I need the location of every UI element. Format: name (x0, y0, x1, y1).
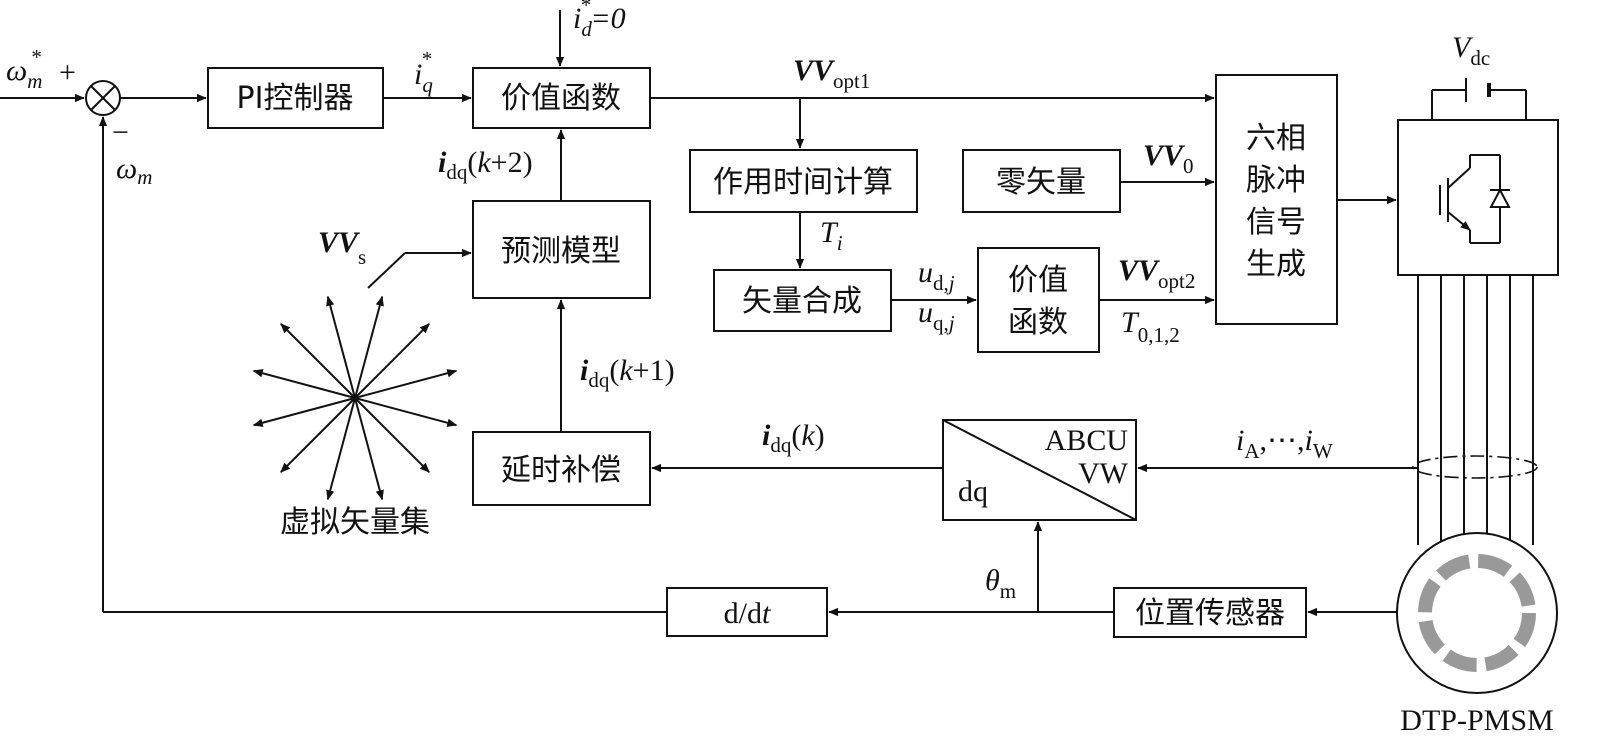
idq-k2-label: idq(k+2) (438, 146, 533, 184)
cost-function-block-1: 价值函数 (472, 67, 651, 129)
transform-dq-label: dq (958, 475, 988, 508)
svg-text:d/dt: d/dt (724, 597, 771, 630)
virtual-vector-arrow (280, 323, 356, 399)
virtual-vector-arrow (354, 397, 384, 501)
phase-lines (1412, 275, 1538, 545)
virtual-vector-arrow (326, 397, 356, 501)
omega-feedback-label: ωm (116, 152, 152, 189)
position-sensor-label: 位置传感器 (1135, 596, 1285, 631)
pulse-gen-line3: 信号 (1246, 205, 1306, 240)
vector-synthesis-block: 矢量合成 (713, 269, 892, 332)
motor-icon (1396, 532, 1558, 694)
phase-currents-label: iA,⋯,iW (1236, 424, 1333, 463)
virtual-vector-arrow (280, 397, 356, 473)
virtual-vector-arrow (354, 323, 430, 399)
idq-k-label: idq(k) (762, 419, 825, 457)
igbt-switch-icon (1439, 154, 1511, 244)
action-time-calc-label: 作用时间计算 (713, 165, 893, 200)
cost-function-block-2: 价值 函数 (977, 247, 1100, 353)
vv-opt2-label: VVopt2 (1118, 254, 1195, 293)
idq-k1-label: idq(k+1) (580, 354, 675, 392)
pulse-gen-line1: 六相 (1246, 121, 1306, 156)
iq-ref-label: iq* (414, 47, 433, 97)
motor-label: DTP-PMSM (1400, 704, 1553, 737)
omega-ref-label: ωm* (6, 45, 42, 93)
transform-vw-label: VW (1078, 457, 1129, 490)
cost-function-label-1: 价值函数 (501, 81, 621, 116)
id-ref-label: id*=0 (573, 0, 626, 41)
virtual-vector-arrow (252, 397, 356, 427)
pulse-gen-line4: 生成 (1246, 247, 1306, 282)
plus-sign: + (59, 56, 76, 89)
cost-function-2-line2: 函数 (1008, 305, 1068, 340)
theta-m-label: θm (985, 564, 1016, 603)
ud-label: ud,j (918, 256, 955, 295)
delay-compensation-block: 延时补偿 (472, 431, 651, 506)
pulse-gen-line2: 脉冲 (1246, 163, 1306, 198)
virtual-vector-arrow (354, 397, 430, 473)
pi-controller-label: PI控制器 (237, 81, 354, 116)
action-time-calc-block: 作用时间计算 (689, 149, 918, 213)
inverter-block (1397, 78, 1559, 276)
vv-s-label: VVs (318, 226, 366, 269)
prediction-model-block: 预测模型 (472, 200, 651, 299)
summing-junction (85, 80, 121, 116)
zero-vector-block: 零矢量 (962, 149, 1121, 213)
vv-opt1-label: VVopt1 (793, 54, 870, 93)
virtual-vector-arrow (326, 295, 356, 399)
ti-label: Ti (820, 216, 843, 255)
pi-controller-block: PI控制器 (207, 67, 384, 129)
signal-lines (0, 10, 1418, 617)
pulse-generation-block: 六相 脉冲 信号 生成 (1215, 74, 1338, 325)
transform-abc-label: ABCU (1045, 424, 1129, 457)
virtual-vector-arrow (354, 369, 458, 399)
virtual-vector-set-label: 虚拟矢量集 (280, 505, 430, 540)
vv-0-label: VV0 (1143, 139, 1194, 178)
coordinate-transform-block: ABCU VW dq (942, 419, 1137, 521)
vector-synthesis-label: 矢量合成 (742, 284, 862, 319)
derivative-label-t: t (762, 597, 771, 630)
position-sensor-block: 位置传感器 (1113, 587, 1307, 638)
virtual-vector-arrow (252, 369, 356, 399)
virtual-vector-arrow (354, 397, 458, 427)
t012-label: T0,1,2 (1121, 306, 1180, 347)
derivative-block: d/dt (666, 587, 828, 637)
derivative-label: d/d (724, 597, 762, 630)
virtual-vector-star-icon (252, 295, 458, 501)
cost-function-2-line1: 价值 (1008, 263, 1068, 298)
zero-vector-label: 零矢量 (996, 165, 1086, 200)
virtual-vector-arrow (354, 295, 384, 399)
uq-label: uq,j (918, 296, 955, 335)
vdc-label: Vdc (1452, 31, 1490, 70)
prediction-model-label: 预测模型 (501, 234, 621, 269)
delay-compensation-label: 延时补偿 (501, 453, 621, 488)
minus-sign: − (112, 116, 129, 149)
